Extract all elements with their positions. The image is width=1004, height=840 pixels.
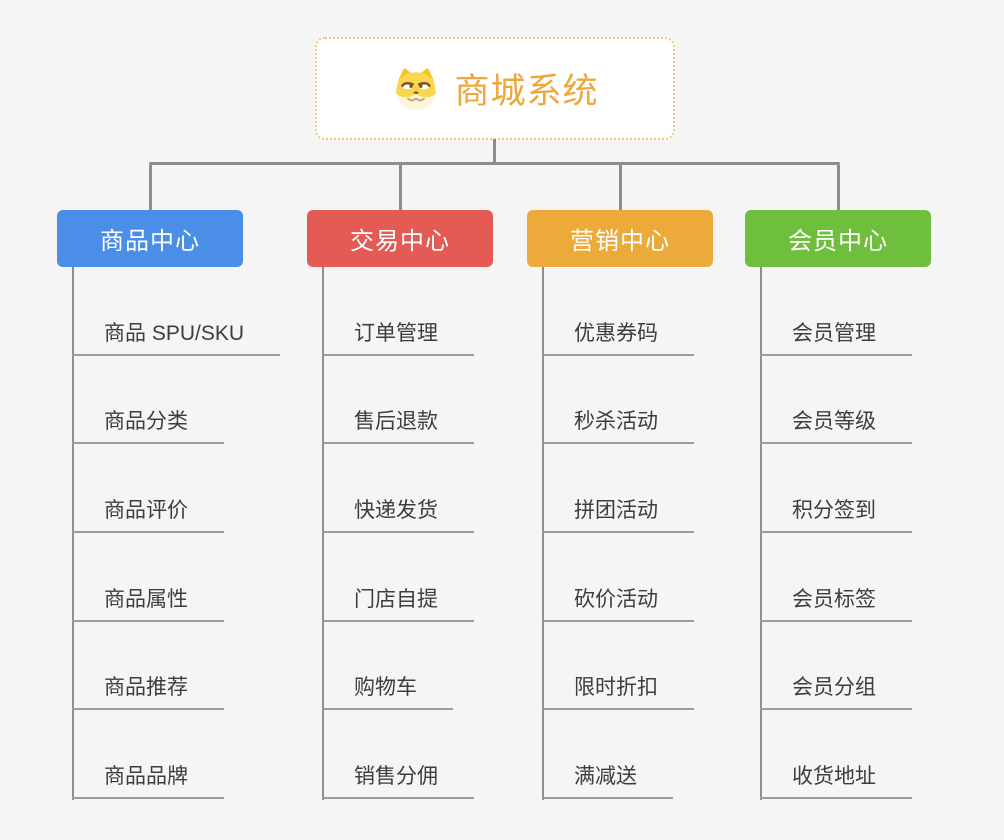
child-topic[interactable]: 会员标签 [760,533,912,622]
child-topic[interactable]: 秒杀活动 [542,356,694,445]
child-topic[interactable]: 会员分组 [760,622,912,711]
child-topic-label: 商品属性 [104,587,188,611]
child-topic-label: 门店自提 [354,587,438,611]
child-topic-label: 购物车 [354,676,417,700]
branch-topic-4[interactable]: 会员中心 [745,210,931,267]
child-topic-label: 会员标签 [792,587,876,611]
child-topic-label: 收货地址 [792,764,876,788]
child-topic-label: 快递发货 [354,498,438,522]
child-topic[interactable]: 订单管理 [322,267,474,356]
child-topic-label: 拼团活动 [574,498,658,522]
branch-topic-3[interactable]: 营销中心 [527,210,713,267]
child-topic[interactable]: 快递发货 [322,444,474,533]
child-topic[interactable]: 销售分佣 [322,710,474,799]
connector-line [836,165,840,210]
branch-topic-2[interactable]: 交易中心 [307,210,493,267]
branch-trunk-line [760,267,762,800]
dog-face-icon [391,66,441,112]
child-topic[interactable]: 限时折扣 [542,622,694,711]
child-topic-label: 商品 SPU/SKU [104,321,245,345]
child-topic-label: 优惠券码 [574,321,658,345]
child-topic[interactable]: 商品分类 [72,356,224,445]
branch-trunk-line [72,267,74,800]
child-topic[interactable]: 收货地址 [760,710,912,799]
child-topic-label: 会员分组 [792,676,876,700]
branch-trunk-line [322,267,324,800]
child-topic-label: 会员等级 [792,410,876,434]
child-topic[interactable]: 积分签到 [760,444,912,533]
child-topic[interactable]: 商品品牌 [72,710,224,799]
child-topic[interactable]: 满减送 [542,710,673,799]
child-topic[interactable]: 商品 SPU/SKU [72,267,281,356]
child-topic[interactable]: 商品评价 [72,444,224,533]
child-topic-label: 秒杀活动 [574,410,658,434]
child-topic-label: 订单管理 [354,321,438,345]
connector-line [398,165,402,210]
child-topic-label: 商品分类 [104,410,188,434]
child-topic-label: 售后退款 [354,410,438,434]
child-topic[interactable]: 商品推荐 [72,622,224,711]
child-topic[interactable]: 砍价活动 [542,533,694,622]
child-topic-label: 满减送 [574,764,637,788]
child-topic-label: 商品评价 [104,498,188,522]
child-topic-label: 限时折扣 [574,676,658,700]
branch-trunk-line [542,267,544,800]
child-topic-label: 销售分佣 [354,764,438,788]
branch-topic-label: 营销中心 [570,228,670,255]
child-topic[interactable]: 会员等级 [760,356,912,445]
child-topic[interactable]: 门店自提 [322,533,474,622]
connector-line [618,165,622,210]
connector-line [148,162,840,165]
branch-children: 商品 SPU/SKU 商品分类商品评价商品属性商品推荐商品品牌 [72,267,281,799]
child-topic[interactable]: 会员管理 [760,267,912,356]
child-topic[interactable]: 优惠券码 [542,267,694,356]
child-topic-label: 商品品牌 [104,764,188,788]
child-topic-label: 砍价活动 [574,587,658,611]
branch-children: 会员管理会员等级积分签到会员标签会员分组收货地址 [760,267,912,799]
child-topic-label: 积分签到 [792,498,876,522]
branch-children: 订单管理售后退款快递发货门店自提购物车销售分佣 [322,267,474,799]
child-topic[interactable]: 购物车 [322,622,453,711]
connector-line [493,139,496,165]
child-topic[interactable]: 售后退款 [322,356,474,445]
child-topic-label: 商品推荐 [104,676,188,700]
child-topic[interactable]: 商品属性 [72,533,224,622]
root-topic[interactable]: 商城系统 [315,37,675,140]
branch-topic-label: 会员中心 [788,228,888,255]
child-topic[interactable]: 拼团活动 [542,444,694,533]
connector-line [148,165,152,210]
branch-topic-1[interactable]: 商品中心 [57,210,243,267]
child-topic-label: 会员管理 [792,321,876,345]
root-topic-label: 商城系统 [454,72,599,111]
branch-children: 优惠券码秒杀活动拼团活动砍价活动限时折扣满减送 [542,267,694,799]
branch-topic-label: 交易中心 [350,228,450,255]
branch-topic-label: 商品中心 [100,228,200,255]
